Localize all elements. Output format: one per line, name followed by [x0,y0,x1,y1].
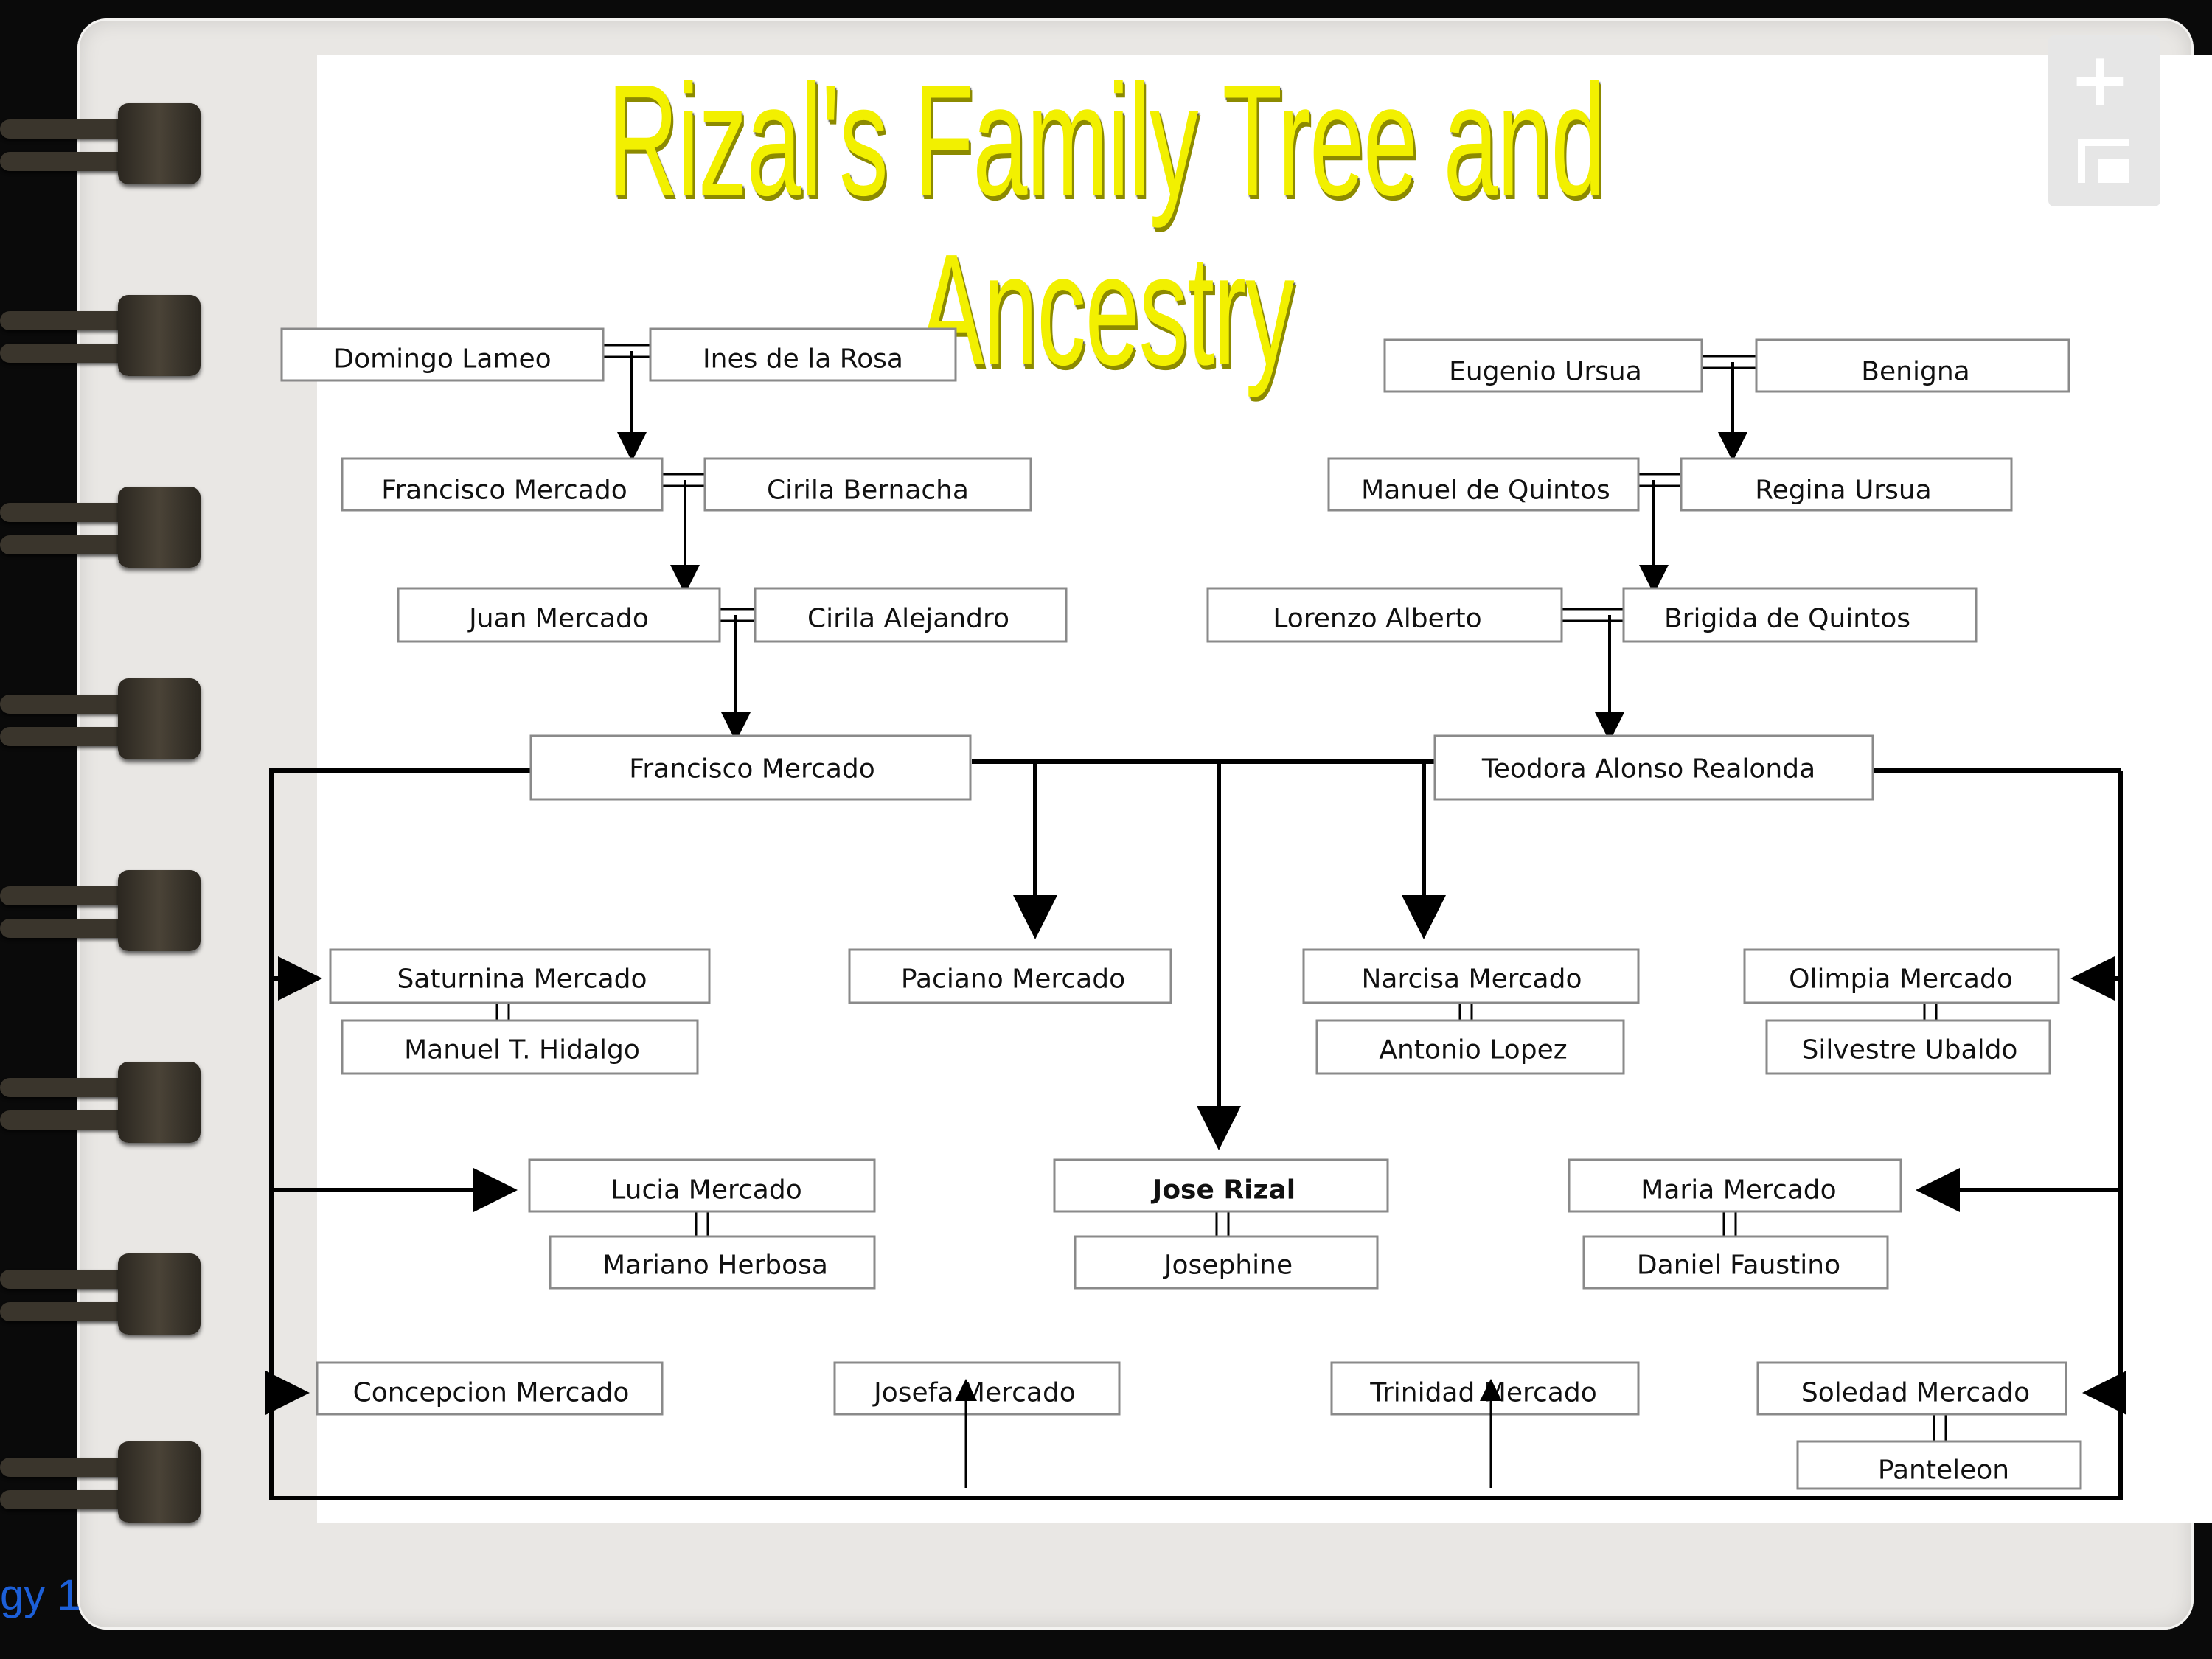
person-box-brigida-de-quintos: Brigida de Quintos [1622,587,1978,643]
person-box-josefa-mercado: Josefa Mercado [833,1361,1121,1416]
footer-text: gy 1 [0,1571,81,1619]
person-box-teodora-alonso: Teodora Alonso Realonda [1433,734,1874,801]
svg-text:Cirila Alejandro: Cirila Alejandro [807,604,1009,634]
svg-text:Regina Ursua: Regina Ursua [1755,476,1932,506]
person-box-narcisa-mercado: Narcisa Mercado [1302,948,1640,1004]
viewer-controls: + [2048,35,2160,206]
svg-text:Daniel Faustino: Daniel Faustino [1637,1251,1840,1281]
person-box-paciano-mercado: Paciano Mercado [848,948,1172,1004]
binder-ring-icon [0,678,201,759]
svg-text:Ines de la Rosa: Ines de la Rosa [703,344,903,375]
person-box-saturnina-mercado: Saturnina Mercado [329,948,711,1004]
svg-text:Paciano Mercado: Paciano Mercado [901,964,1125,995]
person-box-trinidad-mercado: Trinidad Mercado [1330,1361,1640,1416]
svg-text:Antonio Lopez: Antonio Lopez [1379,1035,1567,1065]
person-box-cirila-alejandro: Cirila Alejandro [754,587,1068,643]
binder-ring-icon [0,1441,201,1523]
person-box-juan-mercado: Juan Mercado [397,587,721,643]
overlay-arrows [955,1379,1502,1488]
person-box-daniel-faustino: Daniel Faustino [1582,1235,1889,1290]
person-box-soledad-mercado: Soledad Mercado [1756,1361,2067,1416]
svg-text:Eugenio Ursua: Eugenio Ursua [1449,357,1642,387]
person-box-concepcion-mercado: Concepcion Mercado [316,1361,664,1416]
svg-text:Teodora Alonso Realonda: Teodora Alonso Realonda [1481,754,1815,785]
svg-text:Lorenzo Alberto: Lorenzo Alberto [1273,604,1481,634]
person-box-olimpia-mercado: Olimpia Mercado [1743,948,2060,1004]
person-box-mariano-herbosa: Mariano Herbosa [549,1235,876,1290]
svg-text:Saturnina Mercado: Saturnina Mercado [397,964,647,995]
svg-text:Jose Rizal: Jose Rizal [1150,1175,1295,1206]
svg-text:Josefa Mercado: Josefa Mercado [872,1378,1076,1408]
person-box-lorenzo-alberto: Lorenzo Alberto [1206,587,1563,643]
svg-text:Mariano Herbosa: Mariano Herbosa [602,1251,828,1281]
svg-text:Juan Mercado: Juan Mercado [467,604,649,634]
person-box-silvestre-ubaldo: Silvestre Ubaldo [1765,1019,2051,1075]
person-box-maria-mercado: Maria Mercado [1568,1158,1902,1213]
svg-text:Narcisa Mercado: Narcisa Mercado [1361,964,1582,995]
person-box-eugenio-ursua: Eugenio Ursua [1383,338,1703,393]
svg-text:Maria Mercado: Maria Mercado [1641,1175,1836,1206]
person-box-ines-de-la-rosa: Ines de la Rosa [649,327,957,382]
person-box-jose-rizal: Jose Rizal [1053,1158,1389,1213]
person-box-lucia-mercado: Lucia Mercado [528,1158,876,1213]
svg-text:Francisco Mercado: Francisco Mercado [629,754,875,785]
notebook-frame [77,18,2212,1630]
svg-text:Francisco Mercado: Francisco Mercado [381,476,627,506]
person-box-josephine: Josephine [1074,1235,1379,1290]
binder-ring-icon [0,487,201,568]
person-box-cirila-bernacha: Cirila Bernacha [703,457,1032,512]
person-box-benigna: Benigna [1755,338,2070,393]
svg-text:Olimpia Mercado: Olimpia Mercado [1789,964,2013,995]
svg-text:Panteleon: Panteleon [1878,1455,2009,1486]
person-box-francisco-mercado-sr: Francisco Mercado [341,457,664,512]
binder-ring-icon [0,1253,201,1335]
svg-text:Josephine: Josephine [1163,1251,1293,1281]
person-box-regina-ursua: Regina Ursua [1680,457,2013,512]
person-box-domingo-lameo: Domingo Lameo [280,327,605,382]
plus-icon[interactable]: + [2069,36,2131,122]
svg-text:Brigida de Quintos: Brigida de Quintos [1664,604,1910,634]
binder-ring-icon [0,295,201,376]
svg-text:Manuel de Quintos: Manuel de Quintos [1361,476,1610,506]
svg-text:Trinidad Mercado: Trinidad Mercado [1369,1378,1596,1408]
person-box-panteleon: Panteleon [1796,1440,2082,1490]
person-box-manuel-hidalgo: Manuel T. Hidalgo [341,1019,699,1075]
svg-text:Concepcion Mercado: Concepcion Mercado [353,1378,630,1408]
svg-text:Benigna: Benigna [1861,357,1969,387]
binder-ring-icon [0,870,201,951]
svg-text:Silvestre Ubaldo: Silvestre Ubaldo [1802,1035,2018,1065]
binder-ring-icon [0,1062,201,1143]
binder-ring-icon [0,103,201,184]
svg-text:Soledad Mercado: Soledad Mercado [1801,1378,2030,1408]
person-box-manuel-de-quintos: Manuel de Quintos [1327,457,1640,512]
svg-text:Lucia Mercado: Lucia Mercado [611,1175,802,1206]
person-box-antonio-lopez: Antonio Lopez [1315,1019,1625,1075]
svg-text:Cirila Bernacha: Cirila Bernacha [767,476,969,506]
person-box-francisco-mercado: Francisco Mercado [529,734,972,801]
svg-text:Manuel T. Hidalgo: Manuel T. Hidalgo [404,1035,640,1065]
svg-text:Domingo Lameo: Domingo Lameo [333,344,551,375]
connectors [265,344,2126,1500]
